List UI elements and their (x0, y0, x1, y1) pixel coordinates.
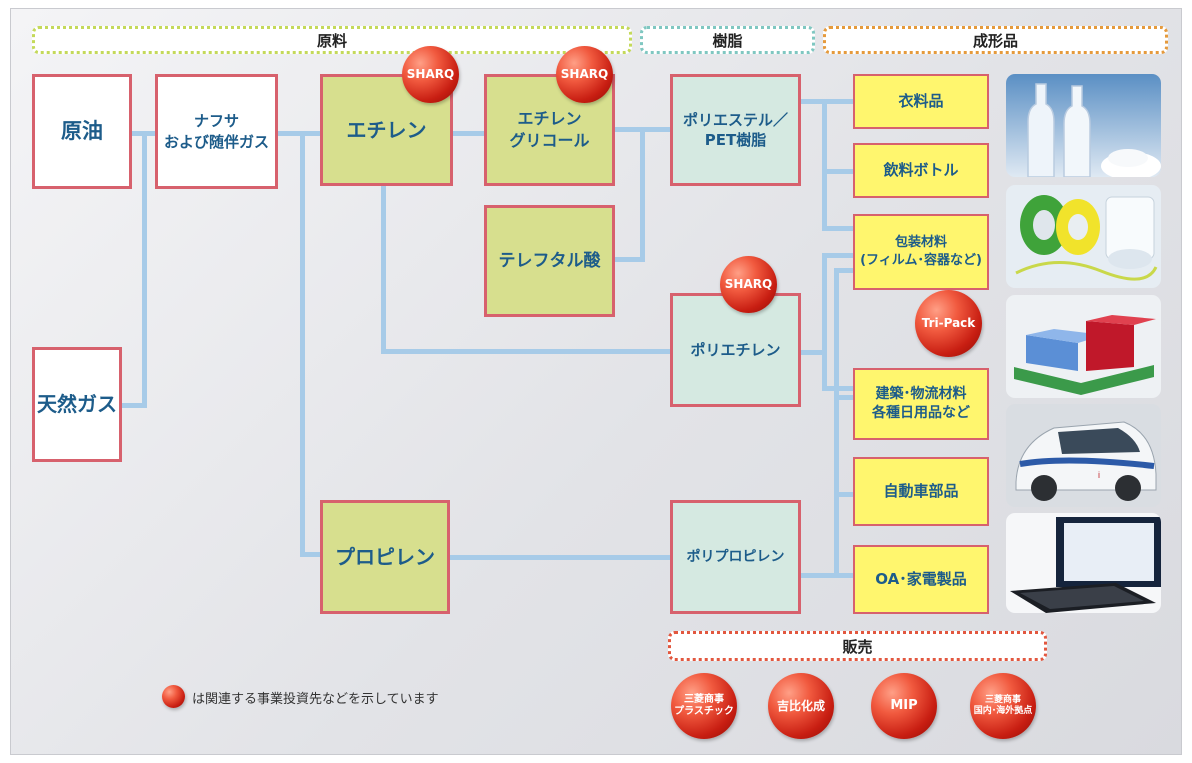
connector-pp-out (799, 573, 839, 578)
header-sales: 販売 (668, 631, 1047, 661)
connector-ethylene-down (381, 184, 386, 354)
connector-pp-trunk (834, 268, 839, 578)
header-molded-label: 成形品 (972, 31, 1018, 50)
affiliate-tri-pack-label: Tri-Pack (921, 316, 976, 331)
connector-pp-to-packaging (834, 268, 854, 273)
node-propylene: プロピレン (320, 500, 450, 614)
sales-mitsubishi-bases-label: 三菱商事 国内･海外拠点 (973, 695, 1033, 716)
product-auto-parts-label: 自動車部品 (883, 482, 959, 501)
connector-pet-out (799, 99, 825, 104)
node-pet-resin-label: ポリエステル／ PET樹脂 (682, 110, 788, 149)
connector-pe-to-packaging (822, 253, 854, 258)
header-raw-label: 原料 (316, 31, 347, 50)
node-pet-resin: ポリエステル／ PET樹脂 (670, 74, 801, 186)
node-natural-gas: 天然ガス (32, 347, 122, 462)
header-resin: 樹脂 (640, 26, 815, 54)
node-ethylene-glycol-label: エチレン グリコール (509, 109, 590, 150)
affiliate-sharq-polyethylene: SHARQ (720, 256, 777, 313)
crates-pallet-photo (1006, 295, 1161, 398)
connector-pet-trunk (822, 99, 827, 231)
affiliate-sharq-ethylene-label: SHARQ (406, 67, 455, 82)
node-naphtha-label: ナフサ および随伴ガス (163, 112, 269, 151)
node-terephthalic-acid: テレフタル酸 (484, 205, 615, 317)
node-polypropylene: ポリプロピレン (670, 500, 801, 614)
node-natural-gas-label: 天然ガス (37, 392, 117, 416)
header-sales-label: 販売 (842, 637, 873, 656)
connector-trunk-propylene (300, 552, 322, 557)
connector-ethylene-polyethylene (381, 349, 671, 354)
node-propylene-label: プロピレン (335, 544, 435, 569)
product-packaging-label: 包装材料 (フィルム･容器など) (860, 235, 982, 268)
connector-naphtha-ethylene (277, 131, 322, 136)
node-polypropylene-label: ポリプロピレン (686, 548, 785, 565)
product-oa-appliances-label: OA･家電製品 (875, 570, 967, 589)
legend-note: は関連する事業投資先などを示しています (192, 692, 439, 707)
header-raw-materials: 原料 (32, 26, 632, 54)
affiliate-sharq-glycol: SHARQ (556, 46, 613, 103)
header-molded-products: 成形品 (823, 26, 1168, 54)
product-oa-appliances: OA･家電製品 (853, 545, 989, 614)
affiliate-tri-pack: Tri-Pack (915, 290, 982, 357)
car-badge-mark: i (1098, 470, 1100, 480)
connector-gas-trunk (120, 403, 147, 408)
product-clothing-label: 衣料品 (898, 92, 944, 111)
product-clothing: 衣料品 (853, 74, 989, 129)
affiliate-sharq-polyethylene-label: SHARQ (724, 277, 773, 292)
pet-bottles-photo (1006, 74, 1161, 177)
product-construction: 建築･物流材料 各種日用品など (853, 368, 989, 440)
product-packaging: 包装材料 (フィルム･容器など) (853, 214, 989, 290)
node-crude-oil-label: 原油 (61, 119, 103, 144)
product-beverage-bottles-label: 飲料ボトル (883, 161, 959, 180)
affiliate-sharq-glycol-label: SHARQ (560, 67, 609, 82)
connector-source-trunk (142, 131, 147, 408)
sales-kisei: 吉比化成 (768, 673, 834, 739)
connector-pp-to-oa (834, 573, 854, 578)
sales-mitsubishi-plastics: 三菱商事 プラスチック (671, 673, 737, 739)
connector-to-bottles (822, 169, 854, 174)
sales-kisei-label: 吉比化成 (776, 698, 825, 713)
connector-propylene-polypropylene (448, 555, 671, 560)
sales-mitsubishi-bases: 三菱商事 国内･海外拠点 (970, 673, 1036, 739)
node-polyethylene-label: ポリエチレン (690, 340, 781, 359)
connector-pp-to-construction (834, 395, 854, 400)
connector-naphtha-trunk (300, 131, 305, 557)
sales-mip-label: MIP (890, 698, 918, 714)
node-ethylene-label: エチレン (346, 117, 427, 142)
affiliate-sharq-ethylene: SHARQ (402, 46, 459, 103)
legend-ball-icon (162, 685, 185, 708)
node-terephthalic-acid-label: テレフタル酸 (498, 250, 601, 271)
node-ethylene-glycol: エチレン グリコール (484, 74, 615, 186)
electric-car-photo: i (1006, 404, 1161, 507)
connector-pp-to-auto (834, 492, 854, 497)
packaging-tape-film-photo (1006, 185, 1161, 288)
node-crude-oil: 原油 (32, 74, 132, 189)
connector-to-clothing (822, 99, 854, 104)
header-resin-label: 樹脂 (712, 31, 743, 50)
connector-to-packaging-upper (822, 226, 854, 231)
product-auto-parts: 自動車部品 (853, 457, 989, 526)
product-construction-label: 建築･物流材料 各種日用品など (872, 386, 970, 421)
connector-terephthalic-vertical (640, 127, 645, 262)
sales-mitsubishi-plastics-label: 三菱商事 プラスチック (674, 694, 734, 717)
sales-mip: MIP (871, 673, 937, 739)
connector-pe-trunk (822, 253, 827, 391)
connector-ethylene-glycol (452, 131, 485, 136)
node-naphtha: ナフサ および随伴ガス (155, 74, 278, 189)
connector-terephthalic-horizontal (614, 257, 645, 262)
connector-pe-out (799, 350, 825, 355)
computer-monitor-photo (1006, 513, 1161, 613)
product-beverage-bottles: 飲料ボトル (853, 143, 989, 198)
